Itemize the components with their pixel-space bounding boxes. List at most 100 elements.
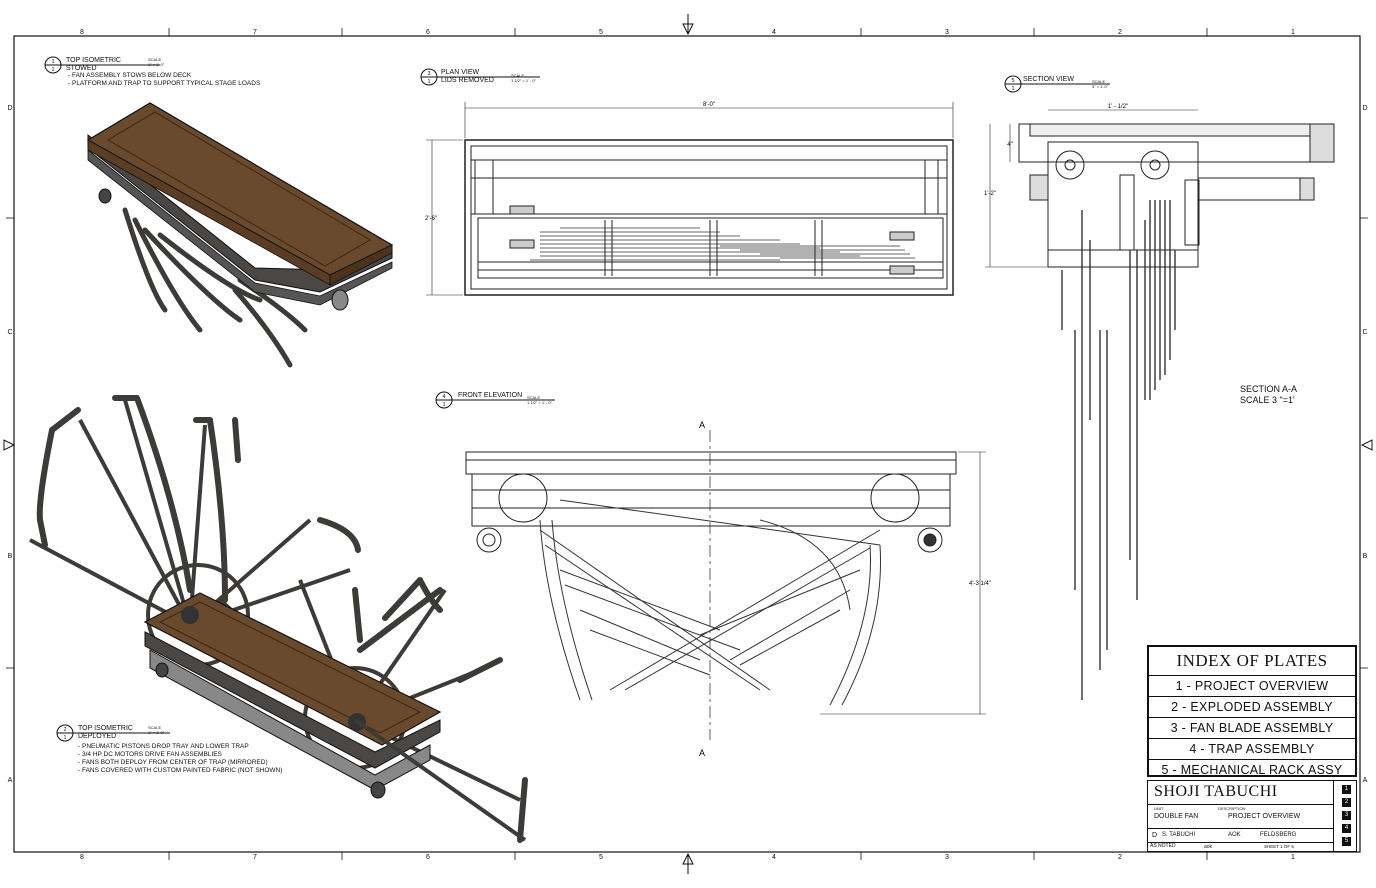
scale-label: SCALE [148, 57, 162, 62]
checked-by: AOK [1228, 832, 1241, 838]
index-item: 2 - EXPLODED ASSEMBLY [1149, 697, 1355, 718]
scale-label: SCALE [527, 395, 541, 400]
scale-initials: aok [1204, 844, 1213, 850]
center-arrow-right [1360, 439, 1373, 451]
approved-by: FELDSBERG [1260, 832, 1297, 838]
side-mark: 3 [1342, 811, 1351, 820]
view-bubbles [44, 56, 1022, 742]
scale-value: 1" = 1'-0" [148, 62, 165, 67]
zone-col-label: 8 [80, 854, 84, 861]
zone-ticks [6, 28, 1368, 860]
scale-value: 1 1/2" = 1' - 0" [511, 78, 537, 83]
bubble-sheet: 1 [51, 67, 54, 73]
scale-value: 1 1/2" = 1' - 0" [527, 400, 553, 405]
view-5-label: SECTION VIEW SCALE 3" = 1'-0" [1023, 76, 1108, 89]
view-plan [426, 102, 954, 296]
center-arrow-bottom [682, 852, 694, 874]
index-item: 1 - PROJECT OVERVIEW [1149, 676, 1355, 697]
view-top-iso-deployed [29, 395, 528, 843]
zone-row-label: B [8, 553, 13, 560]
bubble-num: 5 [1011, 78, 1014, 84]
zone-col-label: 1 [1291, 29, 1295, 36]
scale-label: SCALE [511, 73, 525, 78]
view-title: TOP ISOMETRIC [78, 725, 133, 732]
zone-row-label: B [1363, 553, 1368, 560]
bubble-num: 3 [427, 71, 430, 77]
index-of-plates: INDEX OF PLATES 1 - PROJECT OVERVIEW 2 -… [1147, 645, 1357, 777]
zone-row-label: A [8, 777, 13, 784]
zone-row-label: A [1363, 777, 1368, 784]
section-marker-bottom: A [699, 748, 705, 758]
zone-col-label: 6 [426, 29, 430, 36]
size-value: D [1152, 832, 1158, 839]
note-line: 3/4 HP DC MOTORS DRIVE FAN ASSEMBLIES [78, 751, 282, 759]
firm-name: SHOJI TABUCHI [1154, 783, 1278, 800]
bubble-num: 1 [51, 59, 54, 65]
center-arrow-top [682, 14, 694, 36]
view-1-notes: FAN ASSEMBLY STOWS BELOW DECK PLATFORM A… [68, 72, 260, 88]
section-marker-top: A [699, 420, 705, 430]
view-title: SECTION VIEW [1023, 76, 1074, 83]
zone-col-label: 2 [1118, 854, 1122, 861]
front-dim-height: 4'-3 1/4" [969, 581, 991, 587]
zone-row-label: D [7, 105, 12, 112]
bubble-sheet: 1 [442, 402, 445, 408]
view-front-elevation [465, 430, 986, 740]
zone-col-label: 8 [80, 29, 84, 36]
title-block-side: 1 2 3 4 5 [1333, 781, 1356, 851]
scale-label: SCALE [148, 725, 162, 730]
section-dim-small: 4" [1007, 142, 1012, 148]
index-item: 3 - FAN BLADE ASSEMBLY [1149, 718, 1355, 739]
zone-row-label: D [1362, 105, 1367, 112]
zone-col-label: 7 [253, 29, 257, 36]
sheet-border [13, 35, 1361, 853]
unit-label: UNIT [1154, 806, 1164, 811]
note-line: PLATFORM AND TRAP TO SUPPORT TYPICAL STA… [68, 80, 260, 88]
bubble-num: 4 [442, 394, 445, 400]
section-caption: SECTION A-A SCALE 3 "=1' [1240, 384, 1297, 406]
view-title: FRONT ELEVATION [458, 392, 523, 399]
unit-value: DOUBLE FAN [1154, 813, 1199, 820]
description-label: DESCRIPTION [1218, 806, 1246, 811]
side-mark: 2 [1342, 798, 1351, 807]
drawn-by: S. TABUCHI [1162, 832, 1196, 838]
scale-value: 1" = 1'-0" [148, 730, 165, 735]
zone-row-label: C [1362, 329, 1367, 336]
zone-col-label: 4 [772, 854, 776, 861]
scale-value: AS NOTED [1150, 843, 1176, 849]
zone-col-label: 1 [1291, 854, 1295, 861]
bubble-sheet: 1 [427, 79, 430, 85]
view-2-notes: PNEUMATIC PISTONS DROP TRAY AND LOWER TR… [78, 743, 282, 775]
index-title: INDEX OF PLATES [1149, 647, 1355, 676]
bubble-num: 2 [63, 727, 66, 733]
plan-dim-width: 8'-0" [703, 102, 715, 108]
section-caption-line: SECTION A-A [1240, 384, 1298, 394]
zone-row-label: C [7, 329, 12, 336]
zone-col-label: 3 [945, 854, 949, 861]
index-item: 4 - TRAP ASSEMBLY [1149, 739, 1355, 760]
view-title: TOP ISOMETRIC [66, 57, 121, 64]
zone-col-label: 7 [253, 854, 257, 861]
view-top-iso-stowed [86, 102, 394, 368]
description-value: PROJECT OVERVIEW [1228, 813, 1301, 820]
view-subtitle: DEPLOYED [78, 733, 117, 740]
side-mark: 4 [1342, 824, 1351, 833]
side-mark: 1 [1342, 785, 1351, 794]
zone-col-label: 3 [945, 29, 949, 36]
view-title: PLAN VIEW [441, 69, 480, 76]
view-1-label: TOP ISOMETRIC SCALE 1" = 1'-0" STOWED [66, 57, 164, 73]
view-3-label: PLAN VIEW SCALE 1 1/2" = 1' - 0" LIDS RE… [441, 69, 536, 85]
index-item: 5 - MECHANICAL RACK ASSY [1161, 763, 1343, 777]
view-4-label: FRONT ELEVATION SCALE 1 1/2" = 1' - 0" [458, 392, 552, 405]
view-subtitle: LIDS REMOVED [441, 77, 494, 84]
scale-label: SCALE [1092, 79, 1106, 84]
view-subtitle: STOWED [66, 65, 97, 72]
section-dim-top: 1' - 1/2" [1108, 104, 1128, 110]
section-dim-height: 1'-2" [984, 191, 996, 197]
zone-col-label: 2 [1118, 29, 1122, 36]
plan-dim-height: 2'-6" [425, 216, 437, 222]
note-line: FANS COVERED WITH CUSTOM PAINTED FABRIC … [78, 767, 282, 775]
note-line: FAN ASSEMBLY STOWS BELOW DECK [68, 72, 260, 80]
bubble-sheet: 1 [63, 735, 66, 741]
